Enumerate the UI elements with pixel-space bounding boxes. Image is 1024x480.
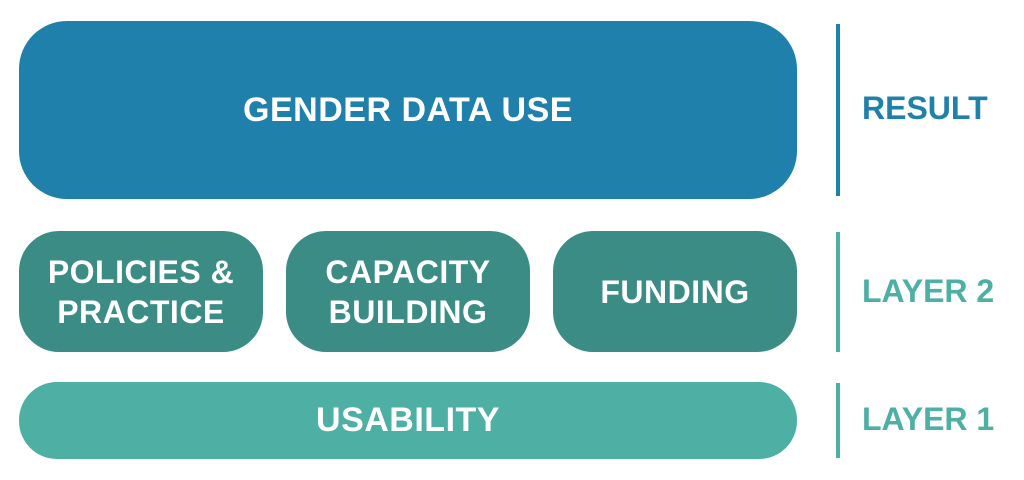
layer-2-side-label: LAYER 2 [862,273,995,309]
result-side-label: RESULT [862,90,988,126]
layer-1-side-label: LAYER 1 [862,401,995,437]
funding-block: FUNDING [553,231,797,352]
gender-data-use-block: GENDER DATA USE [19,21,797,199]
layer-2-divider [836,232,840,352]
policies-practice-label: POLICIES & PRACTICE [47,253,235,330]
capacity-building-label: CAPACITY BUILDING [325,253,491,330]
usability-label: USABILITY [316,401,500,439]
result-divider [836,24,840,196]
funding-label: FUNDING [600,273,750,310]
gender-data-use-label: GENDER DATA USE [243,90,573,129]
policies-practice-block: POLICIES & PRACTICE [19,231,263,352]
layer-1-divider [836,383,840,458]
usability-block: USABILITY [19,382,797,459]
capacity-building-block: CAPACITY BUILDING [286,231,530,352]
